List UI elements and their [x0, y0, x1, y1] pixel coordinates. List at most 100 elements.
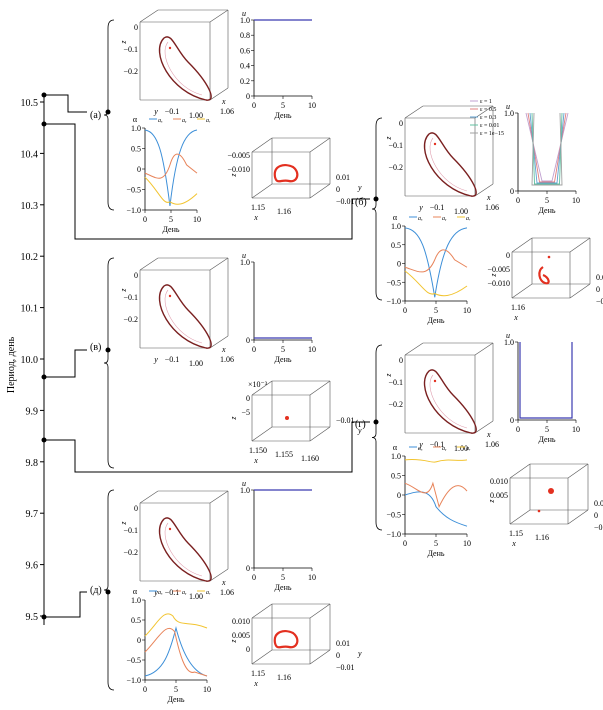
x-axis-label: x: [253, 456, 258, 465]
alpha-xlabel: День: [427, 316, 444, 325]
red-point: [547, 255, 551, 259]
connector-a: [44, 94, 87, 113]
y-tick: −0.01: [336, 416, 355, 425]
z-tick: 0.005: [232, 631, 250, 640]
y-axis-label: y: [357, 426, 362, 435]
alpha-x-tick-label: 10: [193, 215, 201, 224]
y-axis-label: y: [153, 107, 158, 116]
red-curve: [273, 630, 299, 649]
u-x-tick-label: 0: [516, 425, 520, 434]
u-x-tick-label: 5: [281, 573, 285, 582]
small-box-edge: [251, 603, 273, 619]
main-axis-tick-label: 10.3: [21, 201, 39, 212]
z-tick: 0.010: [490, 477, 508, 486]
small-box-edge: [251, 649, 273, 665]
y-tick: −0.01: [336, 197, 355, 206]
small-box-edge: [309, 426, 331, 442]
y-axis-label: y: [418, 203, 423, 212]
panel-label-v: (в): [90, 342, 101, 353]
x-tick: 1.160: [301, 454, 319, 463]
connector-d: [44, 591, 87, 618]
alpha-y-tick-label: −1.0: [386, 297, 401, 306]
x-tick: 1.06: [485, 203, 499, 212]
y-tick: 0.01: [336, 173, 350, 182]
y-axis-label: y: [357, 649, 362, 658]
panel-label-a: (а): [90, 110, 101, 121]
y-tick: −0.1: [165, 588, 180, 597]
brace-a: [103, 19, 115, 211]
main-axis-tick-label: 10.5: [21, 98, 39, 109]
small-box-edge: [309, 603, 331, 619]
orbit-point: [433, 142, 437, 146]
u-y-tick-label: 1.0: [504, 338, 514, 347]
alpha-legend-entry: aᵧ: [182, 118, 187, 124]
u-y-tick-label: 1.0: [240, 16, 250, 25]
alpha-x-tick-label: 10: [463, 539, 471, 548]
eps-legend-entry: ε = 1: [480, 99, 492, 105]
main-axis-tick-label: 9.9: [26, 406, 39, 417]
alpha-y-tick-label: 0.5: [131, 145, 141, 154]
alpha-x-tick-label: 0: [143, 215, 147, 224]
z-tick: −0.2: [388, 400, 403, 409]
box-edge: [209, 87, 229, 101]
u-y-tick-label: 0: [246, 564, 250, 573]
x-tick: 1.06: [220, 355, 234, 364]
alpha-legend-entry: aᵣ: [206, 118, 211, 124]
u-series-eps: [531, 112, 563, 186]
box-edge: [404, 105, 424, 119]
u-y-tick-label: 0: [246, 336, 250, 345]
u-x-tick-label: 10: [308, 345, 316, 354]
u-series-eps: [529, 112, 565, 184]
z-scale: ×10⁻³: [248, 380, 268, 389]
main-axis-tick-label: 10.1: [21, 304, 39, 315]
y-tick: 0: [336, 185, 340, 194]
red-point: [548, 488, 554, 494]
u-ylabel: u: [242, 9, 246, 18]
tree-node: [41, 374, 47, 380]
z-tick: 0: [246, 394, 250, 403]
alpha-x-tick-label: 0: [143, 685, 147, 694]
x-tick: 1.16: [511, 303, 525, 312]
alpha-y-tick-label: 0.5: [391, 472, 401, 481]
alpha-y-tick-label: −0.5: [386, 511, 401, 520]
alpha-legend-entry: aᵣ: [206, 590, 211, 596]
z-tick: 0.005: [490, 491, 508, 500]
x-tick: 1.00: [189, 592, 203, 601]
box-edge: [139, 257, 159, 271]
alpha-legend-entry: aₓ: [418, 446, 423, 452]
small-box-edge: [309, 649, 331, 665]
main-axis-tick-label: 10.2: [21, 252, 39, 263]
z-tick: 0: [399, 356, 403, 365]
alpha-x-tick-label: 5: [434, 539, 438, 548]
z-tick: −0.010: [487, 279, 510, 288]
z-tick: 0: [506, 251, 510, 260]
y-tick: −0.1: [165, 355, 180, 364]
main-axis-tick-label: 10.0: [21, 355, 39, 366]
alpha-y-tick-label: 1.0: [391, 452, 401, 461]
z-tick: 0: [246, 645, 250, 654]
small-box-edge: [309, 380, 331, 396]
y-tick: 0.01: [596, 273, 603, 282]
alpha-y-tick-label: 0: [397, 260, 401, 269]
tree-node: [41, 614, 47, 620]
z-tick: −0.2: [123, 315, 138, 324]
alpha-series-ay: [144, 153, 198, 179]
alpha-y-tick-label: 1.0: [131, 124, 141, 133]
box-edge: [209, 568, 229, 582]
alpha-series-az: [404, 459, 468, 463]
alpha-legend-entry: aₓ: [158, 118, 163, 124]
u-y-tick-label: 1.0: [240, 486, 250, 495]
u-ylabel: u: [242, 251, 246, 260]
y-tick: 0.01: [336, 639, 350, 648]
z-axis-label: z: [119, 40, 128, 45]
box-edge: [139, 9, 159, 23]
alpha-x-tick-label: 0: [403, 306, 407, 315]
